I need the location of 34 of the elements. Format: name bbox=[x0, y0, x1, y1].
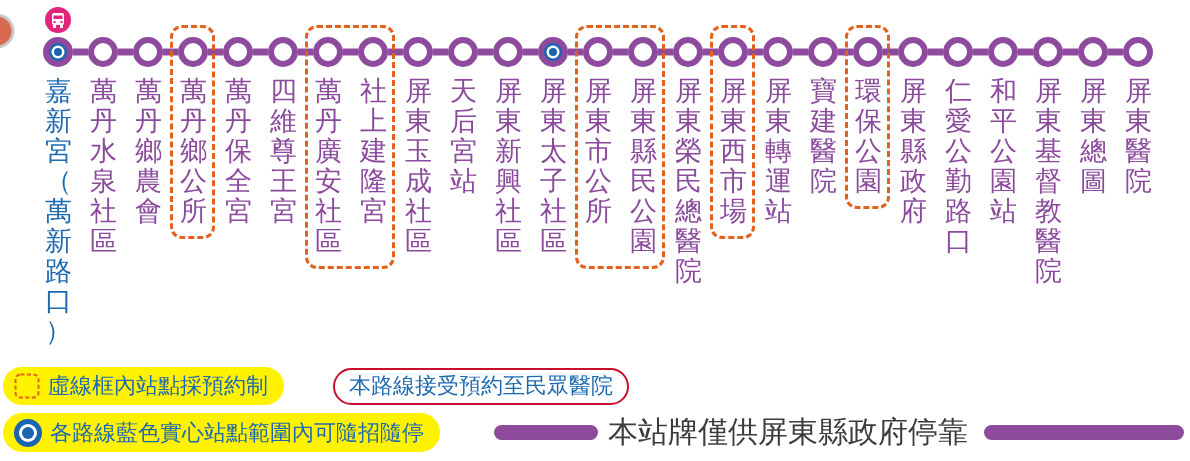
station-name: 屏東總圖 bbox=[1078, 76, 1108, 196]
station-name: 屏東縣政府 bbox=[898, 76, 928, 226]
station-name: 屏東醫院 bbox=[1123, 76, 1153, 196]
reservation-note: 本路線接受預約至民眾醫院 bbox=[333, 368, 629, 405]
station-name: 環保公園 bbox=[853, 76, 883, 196]
station-name: 屏東基督教醫院 bbox=[1033, 76, 1063, 286]
station-name: 萬丹保全宮 bbox=[223, 76, 253, 226]
station-name: 嘉新宮（萬新路口） bbox=[43, 76, 73, 346]
station-name: 仁愛公勤路口 bbox=[943, 76, 973, 256]
station-name: 屏東榮民總醫院 bbox=[673, 76, 703, 286]
legend-text: 虛線框內站點採預約制 bbox=[48, 372, 268, 400]
legend-text: 各路線藍色實心站點範圍內可隨招隨停 bbox=[50, 418, 424, 447]
station-name: 萬丹鄉農會 bbox=[133, 76, 163, 226]
station-name: 萬丹鄉公所 bbox=[178, 76, 208, 226]
station-name: 和平公園站 bbox=[988, 76, 1018, 226]
station-name: 萬丹水泉社區 bbox=[88, 76, 118, 256]
station-name: 萬丹廣安社區 bbox=[313, 76, 343, 256]
station-name: 屏東市公所 bbox=[583, 76, 613, 226]
dashed-frame bbox=[170, 25, 215, 239]
dashed-frame bbox=[845, 25, 890, 209]
dashed-frame bbox=[575, 25, 665, 269]
station-name: 屏東太子社區 bbox=[538, 76, 568, 256]
station-name: 屏東西市場 bbox=[718, 76, 748, 226]
station-name: 寶建醫院 bbox=[808, 76, 838, 196]
stop-notice-text: 本站牌僅供屏東縣政府停靠 bbox=[608, 413, 968, 451]
dashed-frame bbox=[710, 25, 755, 239]
station-name: 屏東縣民公園 bbox=[628, 76, 658, 256]
station-name: 屏東新興社區 bbox=[493, 76, 523, 256]
dashed-frame bbox=[305, 25, 395, 269]
station-name: 四維尊王宮 bbox=[268, 76, 298, 226]
station-name: 天后宮站 bbox=[448, 76, 478, 196]
station-name: 屏東轉運站 bbox=[763, 76, 793, 226]
station-name: 社上建隆宮 bbox=[358, 76, 388, 226]
station-name: 屏東玉成社區 bbox=[403, 76, 433, 256]
